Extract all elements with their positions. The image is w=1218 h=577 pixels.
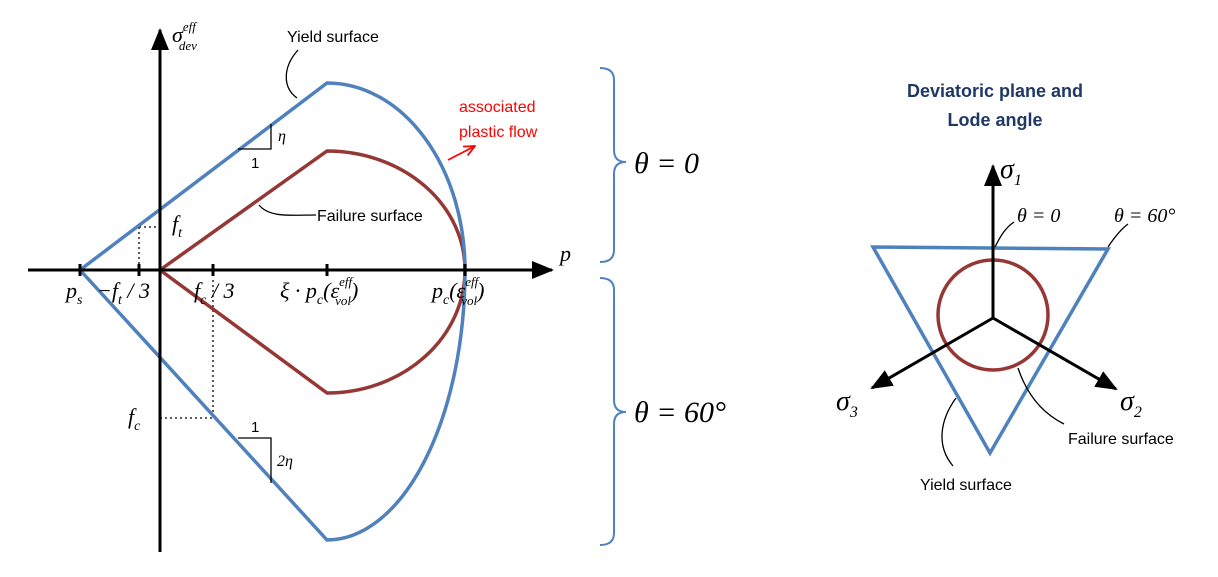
yield-surface-label-right: Yield surface [920,477,1012,494]
deviatoric-title-line2: Lode angle [947,110,1042,130]
failure-surface-label: Failure surface [317,208,423,225]
plastic-flow-label-line2: plastic flow [459,124,538,141]
theta-0-label: θ = 0 [634,147,699,180]
sigma2-axis [992,316,1118,391]
yield-surface-leader-right [941,397,957,467]
brace-theta-60 [599,277,627,546]
x-axis-label: p [558,241,571,266]
slope-top-rise: η [278,128,286,145]
plastic-flow-label-line1: associated [459,99,536,116]
fc-label: fc [128,404,141,434]
slope-triangle-top [238,124,272,150]
theta0-label-right: θ = 0 [1017,205,1060,227]
yield-surface-curve [77,81,467,542]
ft-label: ft [172,211,183,241]
deviatoric-plane-plot: Deviatoric plane and Lode angle σ1 σ2 σ3… [836,81,1175,494]
failure-surface-curve [157,149,467,395]
theta-60-label: θ = 60° [634,396,726,429]
sigma1-label: σ1 [1000,154,1022,189]
brace-theta-0 [599,67,627,263]
slope-triangle-bottom [238,437,272,483]
yield-surface-leader [285,49,299,99]
tick-label-ps: ps [64,278,83,308]
sigma3-axis [870,316,994,390]
yield-surface-label: Yield surface [287,29,379,46]
failure-surface-leader [258,204,317,216]
deviatoric-title-line1: Deviatoric plane and [907,81,1083,101]
guide-lines [138,226,214,419]
theta0-leader [994,221,1015,248]
x-axis-ticks [78,264,467,276]
sigma3-label: σ3 [836,386,858,421]
yield-surface-triangle [869,245,1112,457]
tick-label-neg-ft3: −ft / 3 [97,278,150,308]
tick-label-fc3: fc / 3 [194,278,234,308]
theta60-leader [1107,223,1129,248]
failure-surface-leader-right [1017,367,1065,425]
slope-top-run: 1 [251,155,259,172]
plastic-flow-arrow [447,146,475,161]
slope-bottom-rise: 2η [277,453,293,470]
sigma2-label: σ2 [1120,386,1142,421]
slope-bottom-run: 1 [251,419,259,436]
theta60-label-right: θ = 60° [1114,205,1175,227]
failure-surface-label-right: Failure surface [1068,431,1174,448]
